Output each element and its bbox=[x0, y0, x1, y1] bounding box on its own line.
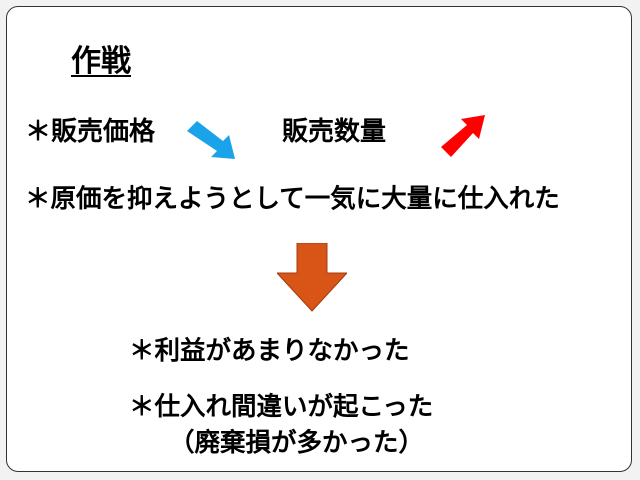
sales-price-label: ＊販売価格 bbox=[25, 117, 156, 147]
low-profit-text: ＊利益があまりなかった bbox=[129, 336, 410, 366]
arrow-up-right-icon bbox=[441, 115, 485, 157]
slide: 作戦 ＊販売価格 販売数量 ＊原価を抑えようとして一気に大量に仕入れた ＊利益が… bbox=[6, 6, 632, 472]
slide-title: 作戦 bbox=[71, 44, 131, 79]
arrow-down-right-icon bbox=[187, 121, 235, 159]
sales-quantity-label: 販売数量 bbox=[282, 117, 387, 147]
waste-loss-text: （廃棄損が多かった） bbox=[169, 428, 425, 458]
purchase-mistake-text: ＊仕入れ間違いが起こった bbox=[129, 392, 434, 422]
bulk-purchase-text: ＊原価を抑えようとして一気に大量に仕入れた bbox=[25, 184, 560, 214]
arrow-down-icon bbox=[277, 243, 347, 312]
